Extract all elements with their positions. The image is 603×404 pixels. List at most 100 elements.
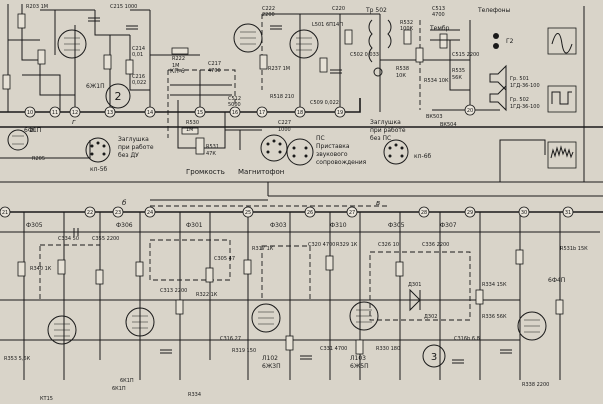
part-c227: C227 (278, 120, 291, 126)
terminal-marker (304, 206, 316, 218)
f305-label: Ф305 (26, 222, 43, 229)
part-r534: R534 10К (424, 78, 449, 84)
kp6b-label: кп-6б (414, 153, 432, 160)
mark-b: б (122, 199, 127, 207)
terminal-number: 25 (245, 210, 251, 216)
zaglushka-left-line3: без ДУ (118, 152, 139, 159)
part-c216v: 0,022 (132, 80, 146, 86)
part-r338: R338 2200 (522, 382, 549, 388)
part-r535: R535 (452, 68, 465, 74)
terminal-marker (84, 206, 96, 218)
f310-label: Ф310 (330, 222, 347, 229)
terminal-marker (144, 106, 156, 118)
terminal-number: 23 (115, 210, 121, 216)
socket-pristavka-icon (286, 138, 314, 166)
terminal-number: 30 (521, 210, 527, 216)
tembr-label: Тембр (429, 25, 450, 32)
volume-control-block: КП-6 Громкость R222 C217 R530 R531 C214 … (132, 46, 262, 176)
gr501-type: 1ГД-36-100 (510, 83, 540, 89)
terminal-marker (104, 106, 116, 118)
socket-kp6b-icon (383, 139, 409, 165)
part-c217v: 4700 (208, 68, 221, 74)
g2-label: Г2 (506, 38, 514, 45)
part-r317: R317 1К (252, 246, 274, 252)
part-c320: C320 4700 (308, 242, 335, 248)
part-c216: C216 (132, 74, 145, 80)
part-r203: R203 1М (26, 4, 48, 10)
vacuum-tube-bottom-2 (125, 307, 155, 337)
part-c512: C512 (228, 96, 241, 102)
part-r532: R532 (400, 20, 413, 26)
lamp-6k1p-label: 6К1П (112, 386, 126, 392)
part-c355: C355 2200 (92, 236, 119, 242)
part-c515: C515 2200 (452, 52, 479, 58)
l102-type: 6Ж3П (262, 363, 281, 370)
telephony-label: Телефоны (477, 7, 511, 14)
zaglushka-left-line2: при работе (118, 144, 154, 151)
magnitofon-label: Магнитофон (238, 168, 284, 176)
part-c509: C509 0,022 (310, 100, 339, 106)
zaglushka-right-line3: без ПС (370, 135, 391, 142)
mark-v: в (376, 199, 380, 207)
f305b-label: Ф305 (388, 222, 405, 229)
part-r538: R538 (396, 66, 409, 72)
part-r353: R353 5,6К (4, 356, 31, 362)
lamp-6f4p-label: 6Ф4П (548, 277, 565, 284)
mark-g: г (72, 118, 76, 126)
part-r205: R205 (32, 156, 45, 162)
part-r538v: 10К (396, 73, 406, 79)
terminal-number: 18 (297, 110, 303, 116)
part-c222v: 2200 (262, 12, 275, 18)
tube-6f1p-icon (7, 129, 29, 151)
part-c215: C215 1000 (110, 4, 137, 10)
vacuum-tube-l201 (57, 29, 87, 59)
bottom-part-labels: C334 50 C355 2200 R340 1К R353 5,6К C313… (4, 236, 588, 388)
part-c316: C316 27 (220, 336, 241, 342)
f301-label: Ф301 (186, 222, 203, 229)
terminal-number: 26 (307, 210, 313, 216)
part-c334: C334 50 (58, 236, 79, 242)
terminal-marker (518, 206, 530, 218)
part-c214v: 0,01 (132, 52, 143, 58)
part-r336: R336 56К (482, 314, 507, 320)
top-part-labels: R203 1М 0,01 C215 1000 0,022 1М 4700 1М … (26, 4, 479, 157)
terminal-number: 15 (197, 110, 203, 116)
lamp-6zh1p-label: 6Ж1П (86, 83, 105, 90)
mark-a: а (30, 126, 34, 134)
terminal-number: 16 (232, 110, 238, 116)
lamp-6f1p-label: 6Ф1П (24, 127, 41, 134)
terminal-number: 13 (107, 110, 113, 116)
terminal-marker (144, 206, 156, 218)
part-r334: R334 (188, 392, 201, 398)
terminal-marker (49, 106, 61, 118)
zaglushka-right-line2: при работе (370, 127, 406, 134)
part-c227v: 1000 (278, 127, 291, 133)
terminal-number: 12 (72, 110, 78, 116)
circle-2-label: 2 (115, 90, 122, 103)
terminal-marker (334, 106, 346, 118)
part-r322: R322 1К (196, 292, 218, 298)
vacuum-tube-bottom-1 (47, 315, 77, 345)
part-r530: R530 (186, 120, 199, 126)
waveforms (547, 6, 585, 182)
part-r237: R237 1М (268, 66, 290, 72)
bottom-components (17, 228, 564, 364)
volume-label: Громкость (186, 168, 225, 176)
part-c502: C502 0,033 (350, 52, 379, 58)
terminal-marker (229, 106, 241, 118)
vk503-label: ВК503 (426, 114, 443, 120)
part-r518: R518 210 (270, 94, 294, 100)
terminal-number: 27 (349, 210, 355, 216)
part-c326: C326 10 (378, 242, 399, 248)
part-c220: C220 (332, 6, 345, 12)
terminal-marker (24, 106, 36, 118)
speaker-gr501-icon (489, 64, 507, 92)
tr502-label: Тр 502 (365, 7, 387, 14)
terminal-number: 31 (565, 210, 571, 216)
circle-3 (422, 344, 446, 368)
f307-label: Ф307 (440, 222, 457, 229)
kp6-label: КП-6 (170, 68, 185, 75)
terminal-marker (346, 206, 358, 218)
waveform-noise-box (547, 141, 577, 169)
